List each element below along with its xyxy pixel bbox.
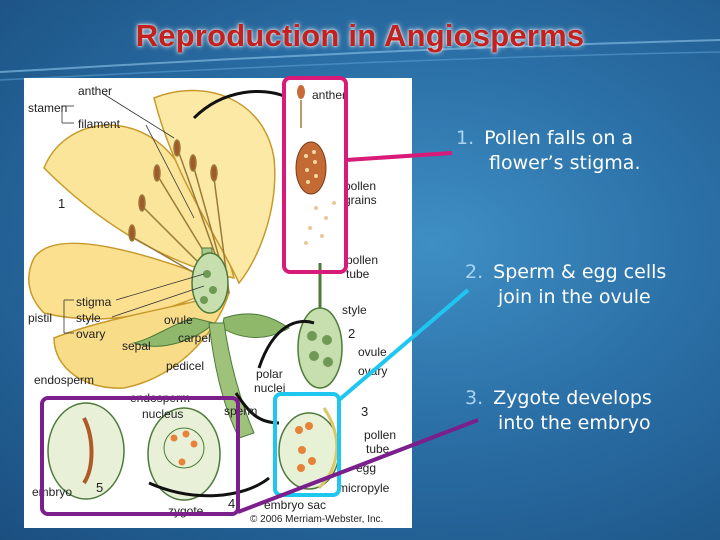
step-number-4: 4 — [228, 496, 235, 511]
angiosperm-diagram: stamen anther filament anther pollen gra… — [28, 84, 396, 525]
step-1-number: 1. — [456, 127, 475, 149]
label-stamen: stamen — [28, 101, 67, 115]
slide-title: Reproduction in Angiosperms — [135, 18, 585, 53]
label-embryo: embryo — [32, 485, 72, 499]
label-pistil: pistil — [28, 311, 52, 325]
anther-detail — [295, 85, 336, 245]
seed-development — [47, 402, 221, 501]
step-2-text: 2. Sperm & egg cells join in the ovule — [465, 260, 666, 310]
label-style-right: style — [342, 303, 367, 317]
label-anther-detail: anther — [312, 88, 346, 102]
step-3-line2: into the embryo — [498, 412, 651, 434]
step-number-3: 3 — [361, 404, 368, 419]
label-anther: anther — [78, 84, 112, 98]
label-pollen-grains-2: grains — [344, 193, 377, 207]
label-ovule-mid: ovule — [164, 313, 193, 327]
label-pedicel: pedicel — [166, 359, 204, 373]
label-ovary-left: ovary — [76, 327, 105, 341]
label-pollen-tube-b1: pollen — [364, 428, 396, 442]
step-3-line1: Zygote develops — [493, 387, 652, 409]
step-number-5: 5 — [96, 480, 103, 495]
label-ovary-right: ovary — [358, 364, 387, 378]
flower-diagram-panel: stamen anther filament anther pollen gra… — [24, 78, 412, 528]
step-2-line1: Sperm & egg cells — [493, 261, 667, 283]
label-embryo-sac: embryo sac — [264, 498, 326, 512]
step-2-number: 2. — [465, 261, 484, 283]
step-1-text: 1. Pollen falls on a flower’s stigma. — [456, 126, 641, 176]
label-ovule-right: ovule — [358, 345, 387, 359]
label-pollen-tube-b2: tube — [366, 442, 390, 456]
fertilization-detail — [278, 407, 340, 490]
label-filament: filament — [78, 117, 121, 131]
step-1-line2: flower’s stigma. — [489, 152, 641, 174]
label-egg: egg — [356, 461, 376, 475]
label-endosperm-nucleus-1: endosperm — [130, 391, 190, 405]
ovule-detail-right — [297, 263, 343, 389]
label-endosperm: endosperm — [34, 373, 94, 387]
label-sperm: sperm — [224, 404, 257, 418]
label-sepal: sepal — [122, 339, 151, 353]
step-2-line2: join in the ovule — [498, 286, 651, 308]
step-3-text: 3. Zygote develops into the embryo — [465, 386, 652, 436]
label-pollen-grains-1: pollen — [344, 179, 376, 193]
label-style-left: style — [76, 311, 101, 325]
step-1-line1: Pollen falls on a — [484, 127, 634, 149]
label-endosperm-nucleus-2: nucleus — [142, 407, 183, 421]
step-3-number: 3. — [465, 387, 484, 409]
step-number-1: 1 — [58, 196, 65, 211]
pistil-shape — [191, 247, 229, 314]
label-micropyle: micropyle — [338, 481, 390, 495]
label-polar-nuclei-2: nuclei — [254, 381, 285, 395]
copyright-notice: © 2006 Merriam-Webster, Inc. — [250, 514, 383, 525]
label-zygote: zygote — [168, 504, 204, 518]
step-number-2: 2 — [348, 326, 355, 341]
leader-lines — [61, 92, 205, 334]
label-stigma: stigma — [76, 295, 112, 309]
label-pollen-tube-2: tube — [346, 267, 370, 281]
label-polar-nuclei-1: polar — [256, 367, 283, 381]
label-pollen-tube-1: pollen — [346, 253, 378, 267]
label-carpel: carpel — [178, 331, 211, 345]
header-wave-decoration — [0, 39, 720, 81]
